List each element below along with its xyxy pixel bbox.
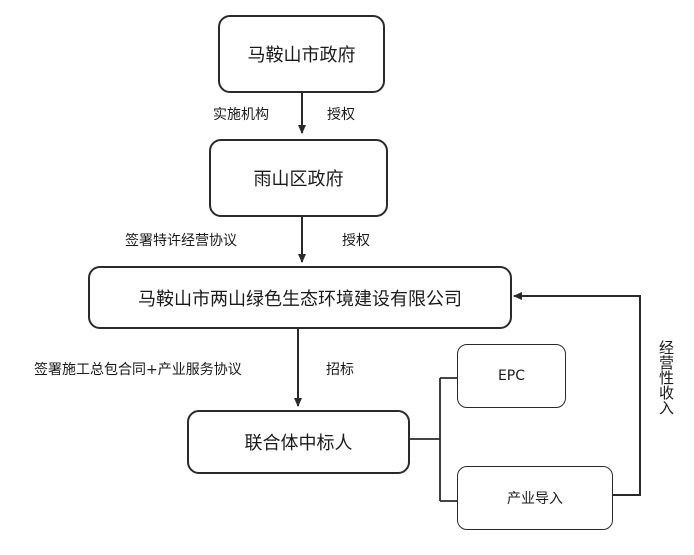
node-consortium: 联合体中标人 — [187, 410, 410, 474]
node-epc: EPC — [457, 344, 566, 408]
edge-income-feedback — [513, 292, 641, 496]
node-city-government: 马鞍山市政府 — [218, 15, 385, 93]
label-sign-franchise: 签署特许经营协议 — [125, 233, 237, 249]
label-implementing-agency: 实施机构 — [213, 107, 269, 123]
label-authorize-2: 授权 — [342, 233, 370, 249]
label-authorize-1: 授权 — [327, 107, 355, 123]
label-operating-income: 经营性收入 — [657, 340, 675, 415]
node-industry: 产业导入 — [457, 466, 613, 530]
bracket-consortium-to-branches — [410, 377, 457, 502]
label-bidding: 招标 — [326, 362, 354, 378]
node-company: 马鞍山市两山绿色生态环境建设有限公司 — [88, 266, 512, 329]
label-sign-contract: 签署施工总包合同+产业服务协议 — [34, 362, 242, 378]
node-district-government: 雨山区政府 — [209, 139, 388, 217]
